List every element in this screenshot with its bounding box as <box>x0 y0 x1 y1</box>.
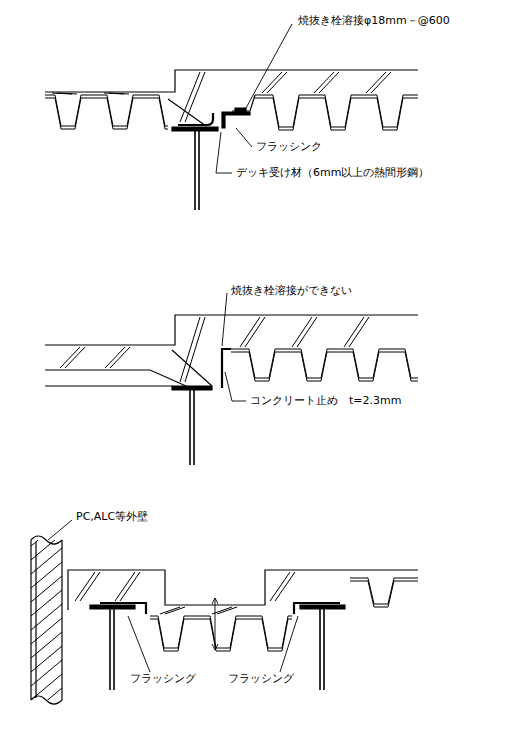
beam-flange <box>172 127 218 131</box>
wall-hatch <box>31 660 62 686</box>
deck-plate <box>45 95 168 126</box>
leader-line <box>216 132 232 173</box>
concrete-hatch <box>262 72 282 93</box>
callout-label: 焼抜き栓溶接φ18mm－@600 <box>296 14 452 27</box>
callout-label: PC,ALC等外壁 <box>74 510 150 523</box>
concrete-hatch <box>65 347 85 368</box>
deck-plate <box>231 352 418 381</box>
concrete-hatch <box>217 607 237 614</box>
concrete-hatch <box>371 72 391 93</box>
slab-edge <box>172 350 212 386</box>
callout-label: デッキ受け材（6mm以上の熱間形鋼） <box>234 166 431 179</box>
callout-label: コンクリート止め t=2.3mm <box>248 394 403 407</box>
wall-hatch <box>31 674 62 700</box>
leader-line <box>225 372 246 401</box>
deck-plate <box>150 616 292 648</box>
beam-web <box>190 390 194 465</box>
concrete-hatch <box>240 317 260 347</box>
concrete-hatch <box>185 72 205 122</box>
wall-hatch <box>31 604 62 630</box>
beam-web <box>195 131 199 210</box>
callout-label: フラッシング <box>226 672 296 685</box>
deck-plate <box>350 581 418 607</box>
concrete-hatch <box>57 93 77 94</box>
flashing-plate <box>294 603 340 614</box>
exterior-wall <box>31 536 62 704</box>
leader-line <box>48 520 72 540</box>
concrete-hatch <box>60 347 80 368</box>
concrete-hatch <box>297 317 317 347</box>
concrete-hatch <box>349 317 369 347</box>
deck-plate <box>150 619 292 651</box>
leader-line <box>236 128 252 147</box>
concrete-hatch <box>245 317 265 347</box>
concrete-hatch <box>105 347 125 368</box>
beam-web <box>110 609 114 690</box>
wall-hatch <box>31 618 62 644</box>
deck-plate <box>45 98 168 129</box>
concrete-hatch <box>267 72 287 93</box>
wall-hatch <box>31 688 62 700</box>
concrete-hatch <box>270 572 290 601</box>
concrete-hatch <box>80 572 100 601</box>
deck-plate <box>350 578 418 604</box>
concrete-hatch <box>212 607 232 614</box>
beam-flange <box>300 605 345 609</box>
concrete-hatch <box>120 572 140 601</box>
beam-flange <box>172 386 212 390</box>
concrete-hatch <box>115 572 135 601</box>
concrete-hatch <box>344 317 364 347</box>
concrete-hatch <box>160 607 180 614</box>
concrete-hatch <box>180 317 200 382</box>
beam-flange <box>90 605 135 609</box>
wall-hatch <box>31 562 62 588</box>
slab-edge <box>168 99 206 126</box>
slab-bottom <box>45 370 186 386</box>
wall-hatch <box>31 590 62 616</box>
concrete-hatch <box>109 93 129 94</box>
deck-seat-angle <box>222 112 250 128</box>
callout-label: フラッシンク <box>254 140 324 153</box>
callout-label: 焼抜き栓溶接ができない <box>229 284 354 297</box>
concrete-hatch <box>314 72 334 93</box>
concrete-hatch <box>75 572 95 601</box>
concrete-stop-plate <box>222 349 231 388</box>
wall-hatch <box>31 540 62 546</box>
wall-hatch <box>31 632 62 658</box>
concrete-hatch <box>275 572 295 601</box>
deck-plate <box>255 95 418 127</box>
wall-hatch <box>31 646 62 672</box>
deck-plate <box>255 98 418 130</box>
concrete-hatch <box>292 317 312 347</box>
concrete-hatch <box>180 72 200 122</box>
concrete-hatch <box>185 317 205 382</box>
concrete-hatch <box>165 607 185 614</box>
wall-hatch <box>31 548 62 574</box>
wall-hatch <box>31 540 62 560</box>
leader-line <box>128 616 150 672</box>
slab-outline <box>45 70 418 92</box>
concrete-hatch <box>319 72 339 93</box>
leader-line <box>222 293 227 346</box>
concrete-hatch <box>110 347 130 368</box>
callout-label: フラッシング <box>128 672 198 685</box>
beam-web <box>320 609 324 690</box>
concrete-hatch <box>366 72 386 93</box>
flashing-plate <box>100 603 146 614</box>
wall-hatch <box>31 576 62 602</box>
